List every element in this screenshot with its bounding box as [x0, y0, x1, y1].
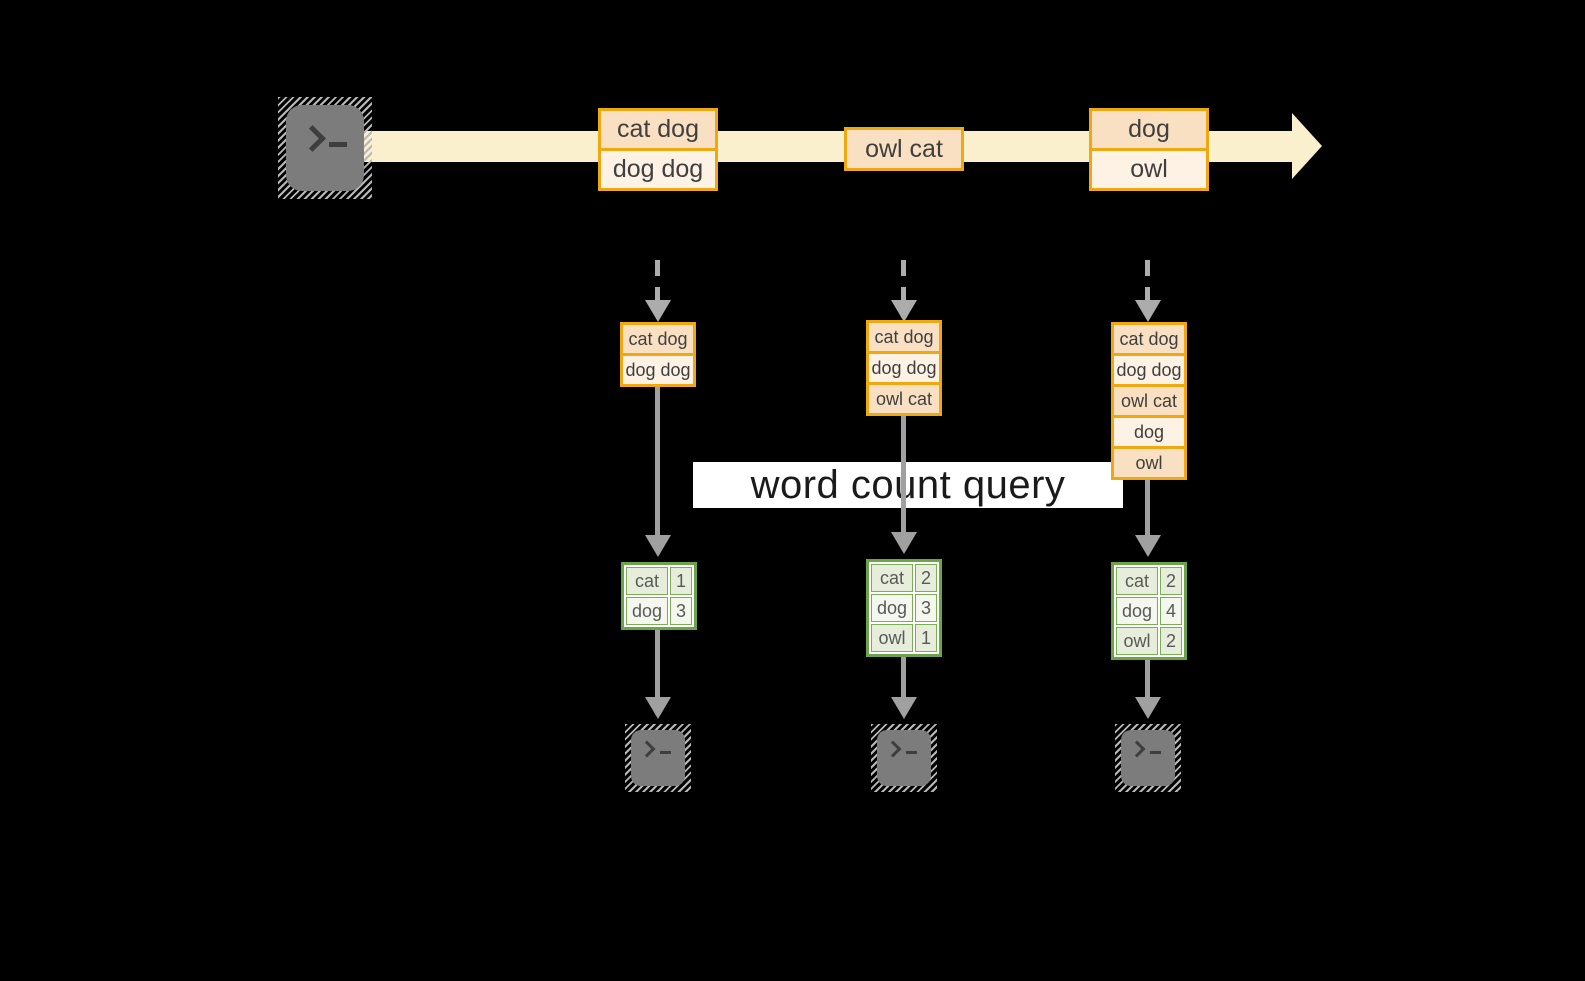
- prompt-icon: [299, 125, 347, 152]
- count-cell: 1: [670, 567, 692, 595]
- batch-row: dog dog: [601, 151, 715, 188]
- stream-batch-1: cat dog dog dog: [598, 108, 718, 191]
- count-cell: 2: [915, 564, 937, 592]
- source-terminal-icon: [278, 97, 372, 199]
- prompt-underscore-icon: [329, 142, 347, 147]
- process-arrow: [655, 385, 660, 537]
- batch-row: dog: [1092, 111, 1206, 148]
- prompt-underscore-icon: [660, 751, 671, 754]
- output-arrow: [901, 656, 906, 699]
- micro-batch-stack-3: cat dog dog dog owl cat dog owl: [1111, 322, 1187, 480]
- stack-row: cat dog: [869, 323, 939, 351]
- process-arrowhead: [645, 535, 671, 557]
- stack-row: owl: [1114, 449, 1184, 477]
- stack-row: owl cat: [1114, 387, 1184, 415]
- dashed-arrow: [1145, 260, 1150, 302]
- stream-batch-2: owl cat: [844, 127, 964, 171]
- prompt-icon: [884, 740, 917, 758]
- process-arrow: [1145, 478, 1150, 536]
- stack-row: dog dog: [869, 354, 939, 382]
- word-cell: dog: [626, 597, 668, 625]
- output-arrowhead: [645, 697, 671, 719]
- word-cell: cat: [871, 564, 913, 592]
- batch-row: owl cat: [847, 130, 961, 168]
- count-cell: 1: [915, 624, 937, 652]
- output-arrowhead: [891, 697, 917, 719]
- stream-arrowhead: [1292, 113, 1322, 179]
- output-arrowhead: [1135, 697, 1161, 719]
- process-arrow: [901, 414, 906, 534]
- stack-row: cat dog: [1114, 325, 1184, 353]
- prompt-chevron-icon: [638, 740, 656, 758]
- dashed-arrow: [901, 260, 906, 302]
- count-cell: 3: [915, 594, 937, 622]
- word-cell: owl: [1116, 627, 1158, 655]
- prompt-chevron-icon: [1128, 740, 1146, 758]
- stack-row: dog: [1114, 418, 1184, 446]
- sink-terminal-icon: [625, 724, 691, 792]
- stream-batch-3: dog owl: [1089, 108, 1209, 191]
- stack-row: dog dog: [623, 356, 693, 384]
- prompt-icon: [638, 740, 671, 758]
- batch-row: owl: [1092, 151, 1206, 188]
- batch-row: cat dog: [601, 111, 715, 148]
- process-arrowhead: [891, 532, 917, 554]
- dashed-arrowhead: [645, 300, 671, 322]
- word-cell: cat: [1116, 567, 1158, 595]
- terminal-face: [877, 730, 931, 786]
- micro-batch-stack-2: cat dog dog dog owl cat: [866, 320, 942, 416]
- sink-terminal-icon: [1115, 724, 1181, 792]
- word-cell: dog: [1116, 597, 1158, 625]
- word-cell: cat: [626, 567, 668, 595]
- result-table-2: cat 2 dog 3 owl 1: [866, 559, 942, 657]
- result-table-1: cat 1 dog 3: [621, 562, 697, 630]
- stack-row: dog dog: [1114, 356, 1184, 384]
- prompt-underscore-icon: [1150, 751, 1161, 754]
- prompt-chevron-icon: [299, 125, 326, 152]
- dashed-arrowhead: [891, 300, 917, 322]
- output-arrow: [655, 629, 660, 699]
- prompt-chevron-icon: [884, 740, 902, 758]
- query-label: word count query: [750, 462, 1066, 507]
- prompt-underscore-icon: [906, 751, 917, 754]
- result-table-3: cat 2 dog 4 owl 2: [1111, 562, 1187, 660]
- stack-row: cat dog: [623, 325, 693, 353]
- terminal-face: [286, 105, 364, 191]
- stack-row: owl cat: [869, 385, 939, 413]
- prompt-icon: [1128, 740, 1161, 758]
- output-arrow: [1145, 659, 1150, 699]
- count-cell: 2: [1160, 567, 1182, 595]
- count-cell: 4: [1160, 597, 1182, 625]
- process-arrowhead: [1135, 535, 1161, 557]
- count-cell: 3: [670, 597, 692, 625]
- dashed-arrow: [655, 260, 660, 302]
- query-label-box: word count query: [693, 462, 1123, 508]
- count-cell: 2: [1160, 627, 1182, 655]
- terminal-face: [1121, 730, 1175, 786]
- word-cell: dog: [871, 594, 913, 622]
- sink-terminal-icon: [871, 724, 937, 792]
- dashed-arrowhead: [1135, 300, 1161, 322]
- micro-batch-stack-1: cat dog dog dog: [620, 322, 696, 387]
- word-cell: owl: [871, 624, 913, 652]
- terminal-face: [631, 730, 685, 786]
